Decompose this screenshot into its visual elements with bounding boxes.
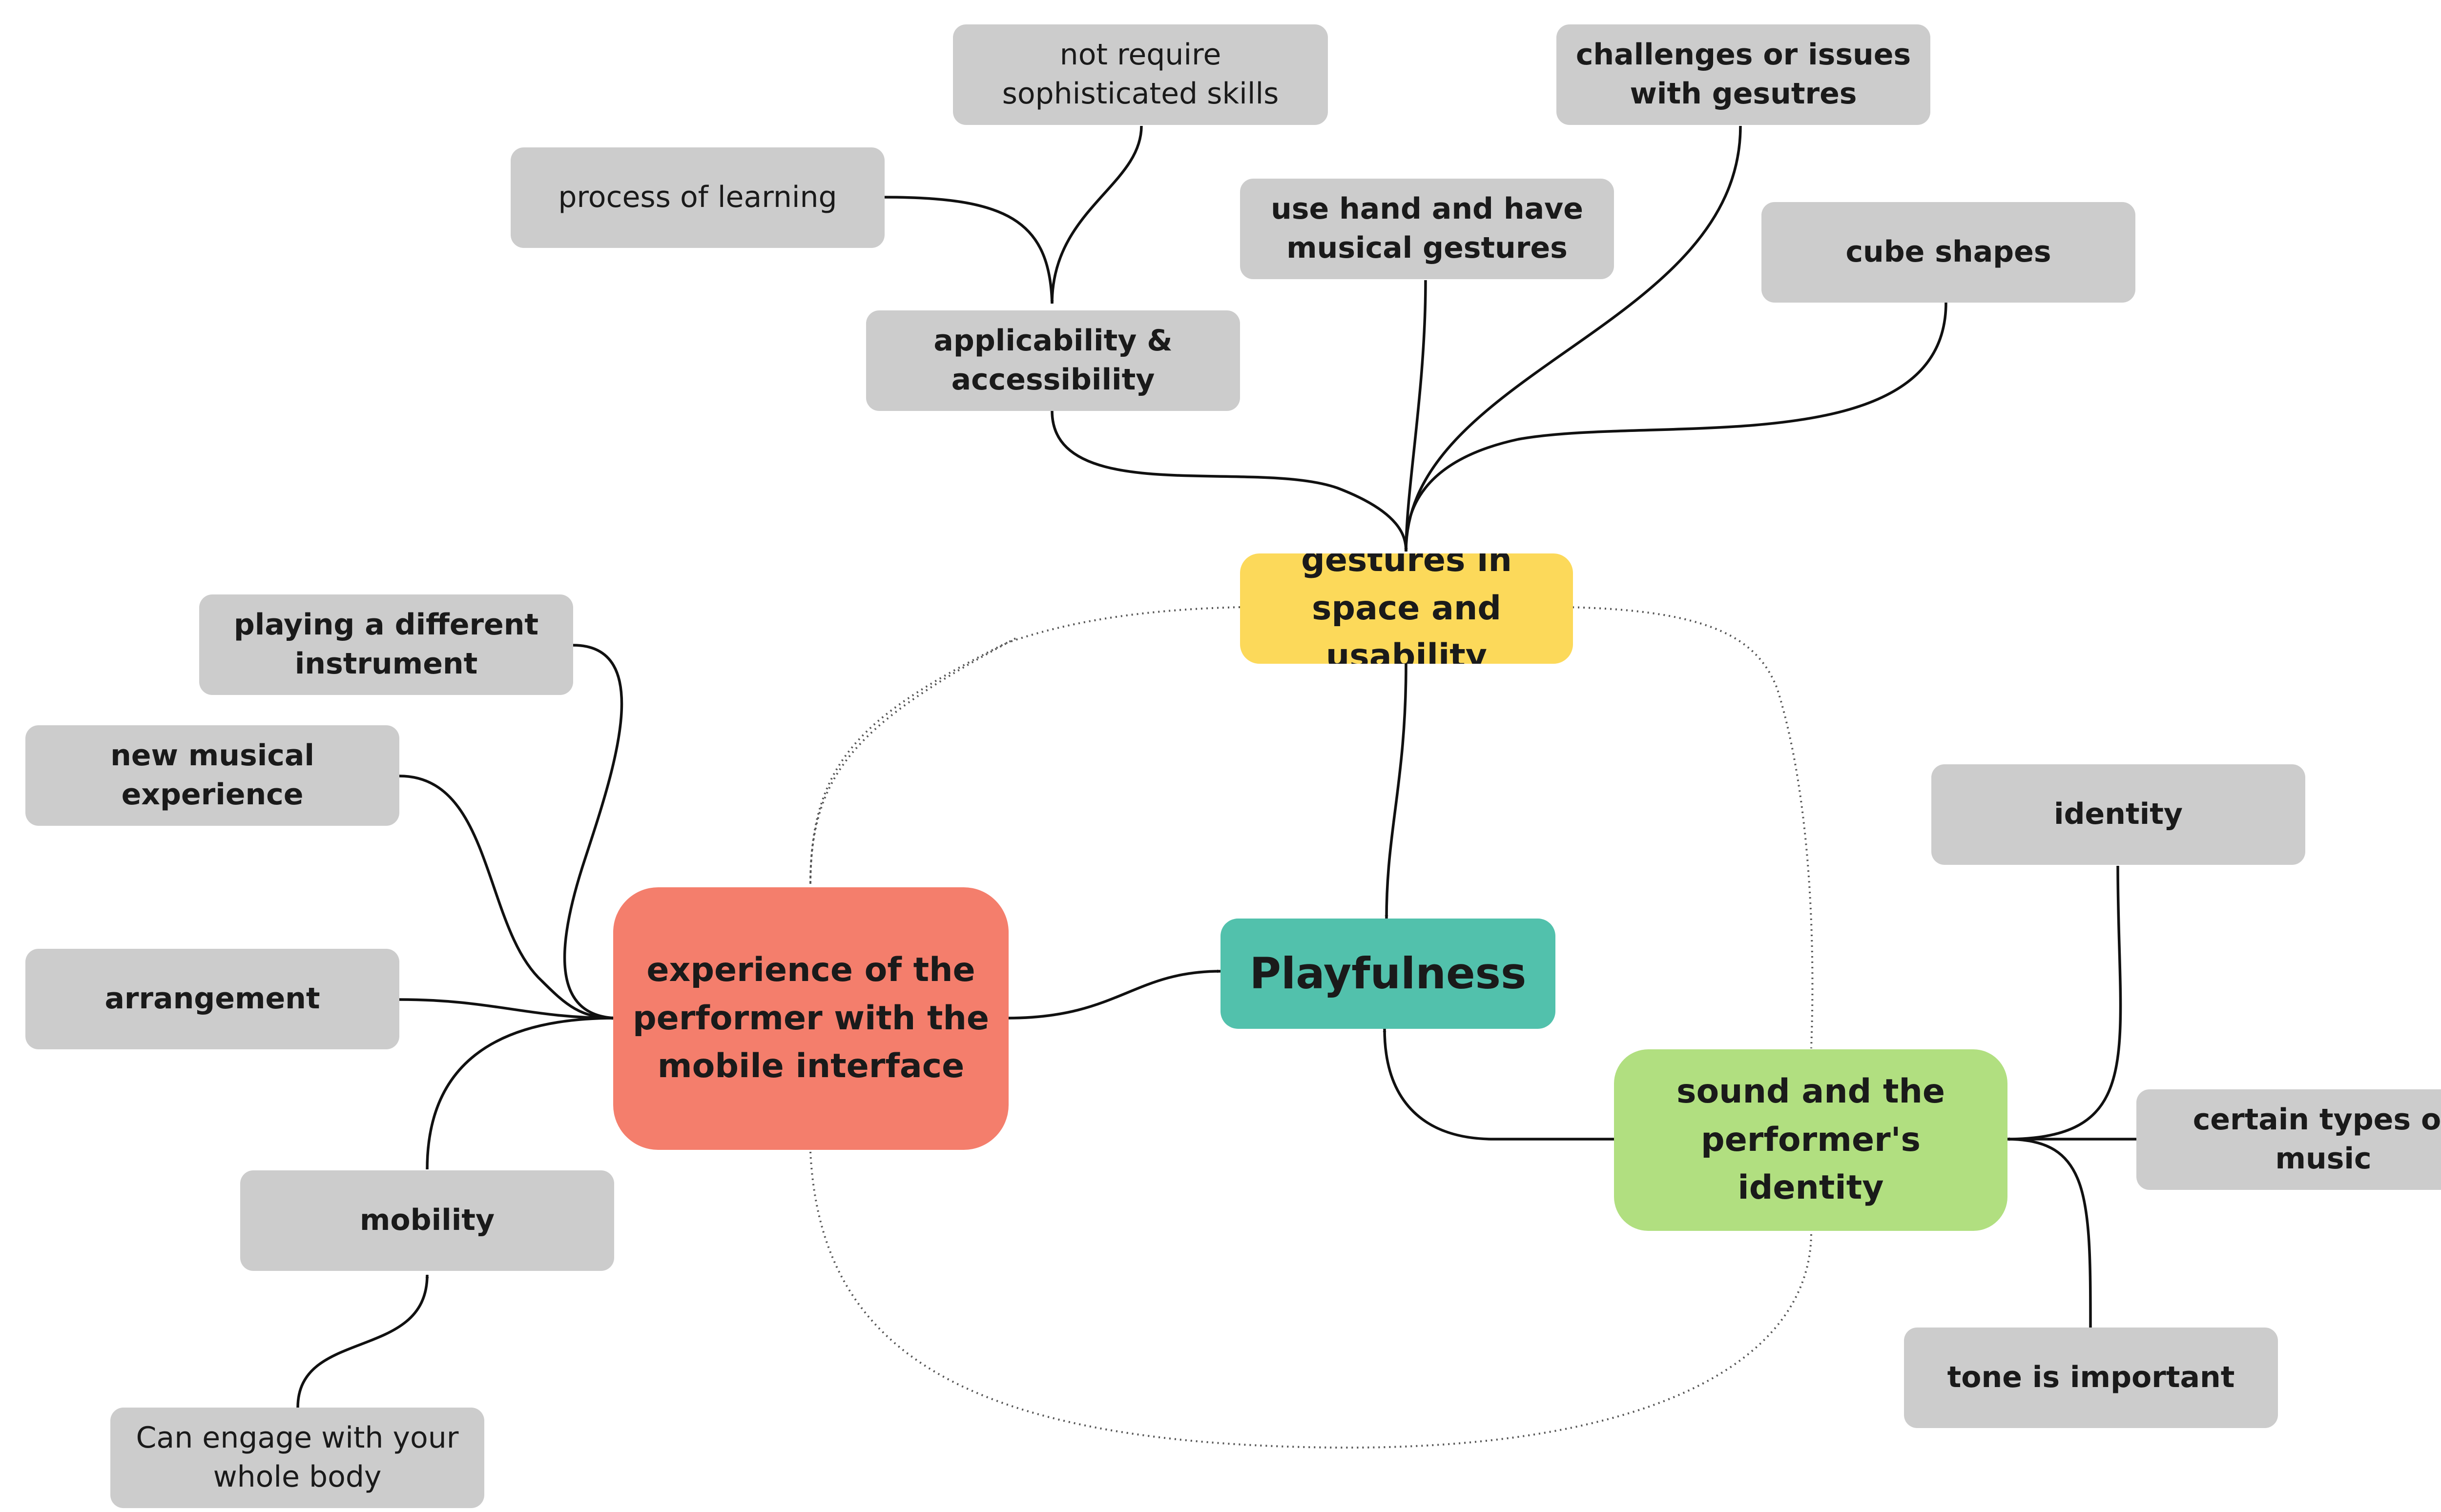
link-arrangement-to-performer [399, 998, 616, 1020]
link-use-hand-to-gestures [1404, 280, 1427, 552]
leaf-playing-different-instrument[interactable]: playing a different instrument [199, 594, 573, 695]
link-performer-to-playfulness [1007, 969, 1221, 1020]
dotted-loop [809, 606, 1241, 885]
leaf-tone-is-important[interactable]: tone is important [1904, 1328, 2278, 1428]
link-challenges-to-gestures [1404, 125, 1742, 552]
link-mobility-to-performer [426, 1016, 616, 1170]
dotted-loop-bottom [809, 1151, 1812, 1449]
leaf-certain-types-of-music[interactable]: certain types of music [2136, 1089, 2441, 1190]
leaf-engage-whole-body[interactable]: Can engage with your whole body [110, 1408, 484, 1508]
leaf-not-require-skills[interactable]: not require sophisticated skills [953, 24, 1328, 125]
link-applicability-to-gestures [1051, 410, 1408, 552]
leaf-identity[interactable]: identity [1931, 764, 2305, 865]
leaf-challenges-gestures[interactable]: challenges or issues with gesutres [1556, 24, 1930, 125]
leaf-cube-shapes[interactable]: cube shapes [1761, 202, 2135, 303]
link-tone-to-sound [2006, 1137, 2092, 1328]
link-not-require-to-applicability [1050, 125, 1143, 304]
topic-sound-identity[interactable]: sound and the performer's identity [1614, 1049, 2007, 1231]
leaf-applicability-accessibility[interactable]: applicability & accessibility [866, 310, 1240, 411]
leaf-arrangement[interactable]: arrangement [25, 949, 399, 1049]
link-gestures-to-playfulness [1385, 663, 1407, 919]
link-cube-to-gestures [1404, 302, 1947, 552]
topic-performer-experience[interactable]: experience of the performer with the mob… [613, 887, 1009, 1150]
link-process-learning-to-applicability [884, 196, 1054, 304]
dotted-loop-right [1567, 606, 1814, 1049]
link-new-experience-to-performer [399, 775, 616, 1020]
link-playing-instrument-to-performer [563, 644, 623, 1020]
link-identity-to-sound [2006, 865, 2122, 1141]
leaf-use-hand-gestures[interactable]: use hand and have musical gestures [1240, 179, 1614, 279]
leaf-mobility[interactable]: mobility [240, 1170, 614, 1271]
leaf-process-of-learning[interactable]: process of learning [511, 147, 885, 248]
topic-gestures-usability[interactable]: gestures in space and usability [1240, 553, 1573, 664]
link-sound-to-playfulness [1383, 1028, 1614, 1141]
leaf-new-musical-experience[interactable]: new musical experience [25, 725, 399, 826]
link-engage-body-to-mobility [296, 1274, 429, 1408]
central-topic-playfulness[interactable]: Playfulness [1220, 919, 1555, 1029]
